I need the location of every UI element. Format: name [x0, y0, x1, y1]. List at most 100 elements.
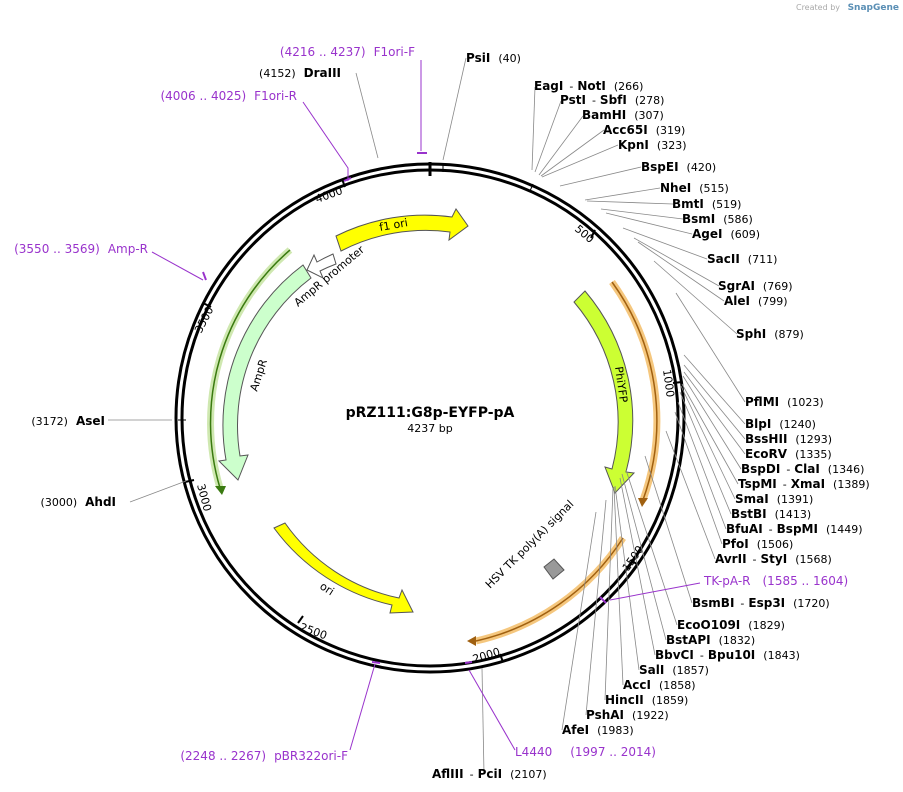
- ampr-highlight-arrow: [215, 486, 226, 495]
- svg-text:(3550 .. 3569)Amp-R: (3550 .. 3569)Amp-R: [14, 242, 148, 256]
- hsv-tk-polya-label: HSV TK poly(A) signal: [483, 498, 576, 591]
- primer-amp-r[interactable]: (3550 .. 3569)Amp-R: [14, 242, 207, 281]
- svg-text:PfoI(1506): PfoI(1506): [722, 537, 793, 551]
- phiyfp-label: PhiYFP: [612, 366, 630, 404]
- site-psshii[interactable]: BssHII(1293): [745, 432, 832, 446]
- site-ecorv[interactable]: EcoRV(1335): [745, 447, 832, 461]
- svg-text:(3000)AhdI: (3000)AhdI: [41, 495, 116, 509]
- site-sacii[interactable]: SacII(711): [707, 252, 777, 266]
- phiyfp-feature[interactable]: [573, 290, 636, 494]
- ring-site-ticks: [178, 164, 534, 421]
- svg-text:EcoRV(1335): EcoRV(1335): [745, 447, 832, 461]
- tick-label-4000: 4000: [314, 184, 345, 206]
- site-acci[interactable]: AccI(1858): [623, 678, 696, 692]
- site-bspdi-clai[interactable]: BspDI-ClaI(1346): [741, 462, 864, 476]
- svg-text:(2248 .. 2267)pBR322ori-F: (2248 .. 2267)pBR322ori-F: [180, 749, 348, 763]
- svg-text:PstI-SbfI(278): PstI-SbfI(278): [560, 93, 664, 107]
- site-sgrai[interactable]: SgrAI(769): [718, 279, 793, 293]
- site-pflmi[interactable]: PflMI(1023): [745, 395, 824, 409]
- ampr-promoter-feature[interactable]: [306, 253, 337, 280]
- site-bmti[interactable]: BmtI(519): [672, 197, 741, 211]
- svg-text:NheI(515): NheI(515): [660, 181, 729, 195]
- site-alei[interactable]: AleI(799): [724, 294, 788, 308]
- site-afliii-pcii[interactable]: AflIII-PciI(2107): [432, 767, 547, 781]
- site-bsmi[interactable]: BsmI(586): [682, 212, 753, 226]
- svg-text:SphI(879): SphI(879): [736, 327, 804, 341]
- phiyfp-highlight-arrow: [638, 498, 648, 507]
- plasmid-size: 4237 bp: [407, 422, 452, 435]
- site-bstbi[interactable]: BstBI(1413): [731, 507, 811, 521]
- site-bspei[interactable]: BspEI(420): [641, 160, 716, 174]
- site-agei[interactable]: AgeI(609): [692, 227, 760, 241]
- phiyfp-highlight-line: [611, 281, 658, 501]
- svg-text:BmtI(519): BmtI(519): [672, 197, 741, 211]
- site-avrii-styi[interactable]: AvrII-StyI(1568): [715, 552, 832, 566]
- primer-l4440[interactable]: L4440(1997 .. 2014): [464, 661, 656, 759]
- site-afei[interactable]: AfeI(1983): [562, 723, 634, 737]
- site-bamhi[interactable]: BamHI(307): [582, 108, 664, 122]
- site-sphi[interactable]: SphI(879): [736, 327, 804, 341]
- site-bfuai-bspmi[interactable]: BfuAI-BspMI(1449): [726, 522, 863, 536]
- site-pfoi[interactable]: PfoI(1506): [722, 537, 793, 551]
- svg-text:SmaI(1391): SmaI(1391): [735, 492, 813, 506]
- tick-label-1000: 1000: [660, 369, 677, 399]
- tick-4000: 4000: [314, 178, 346, 206]
- svg-text:PflMI(1023): PflMI(1023): [745, 395, 824, 409]
- site-nhei[interactable]: NheI(515): [660, 181, 729, 195]
- f1-ori-feature[interactable]: [335, 208, 469, 252]
- hsv-highlight-line: [475, 537, 624, 642]
- site-bsmbi-esp3i[interactable]: BsmBI-Esp3I(1720): [692, 596, 830, 610]
- site-psti-sbfi[interactable]: PstI-SbfI(278): [560, 93, 664, 107]
- tick-label-500: 500: [572, 222, 596, 245]
- creator-prefix: Created by: [796, 3, 840, 12]
- site-blpi[interactable]: BlpI(1240): [745, 417, 816, 431]
- svg-text:TspMI-XmaI(1389): TspMI-XmaI(1389): [738, 477, 870, 491]
- hsv-highlight-arrow: [467, 636, 476, 646]
- site-psii[interactable]: PsiI(40): [466, 51, 521, 65]
- site-bbvci-bpu10i[interactable]: BbvCI-Bpu10I(1843): [655, 648, 800, 662]
- site-kpni[interactable]: KpnI(323): [618, 138, 687, 152]
- svg-text:BbvCI-Bpu10I(1843): BbvCI-Bpu10I(1843): [655, 648, 800, 662]
- svg-text:PshAI(1922): PshAI(1922): [586, 708, 669, 722]
- site-eagi-noti[interactable]: EagI-NotI(266): [534, 79, 643, 93]
- site-draiii[interactable]: (4152)DraIII: [259, 66, 341, 80]
- svg-text:Acc65I(319): Acc65I(319): [603, 123, 685, 137]
- primer-pbr322ori-f[interactable]: (2248 .. 2267)pBR322ori-F: [180, 661, 381, 763]
- site-acc65i[interactable]: Acc65I(319): [603, 123, 685, 137]
- svg-text:BsmI(586): BsmI(586): [682, 212, 753, 226]
- svg-text:(3172)AseI: (3172)AseI: [31, 414, 105, 428]
- site-ahdi[interactable]: (3000)AhdI: [41, 495, 116, 509]
- svg-text:AleI(799): AleI(799): [724, 294, 788, 308]
- svg-text:PsiI(40): PsiI(40): [466, 51, 521, 65]
- site-tspmi-xmai[interactable]: TspMI-XmaI(1389): [738, 477, 870, 491]
- hsv-tk-polya-feature[interactable]: [543, 558, 565, 580]
- site-smai[interactable]: SmaI(1391): [735, 492, 813, 506]
- svg-text:SacII(711): SacII(711): [707, 252, 777, 266]
- site-pshai[interactable]: PshAI(1922): [586, 708, 669, 722]
- svg-text:EcoO109I(1829): EcoO109I(1829): [677, 618, 785, 632]
- svg-text:BamHI(307): BamHI(307): [582, 108, 664, 122]
- site-asei[interactable]: (3172)AseI: [31, 414, 105, 428]
- primer-f1ori-r[interactable]: (4006 .. 4025)F1ori-R: [160, 89, 352, 182]
- primer-tk-pa-r[interactable]: TK-pA-R(1585 .. 1604): [599, 574, 848, 604]
- site-hincii[interactable]: HincII(1859): [605, 693, 688, 707]
- svg-text:KpnI(323): KpnI(323): [618, 138, 687, 152]
- site-ecoo109i[interactable]: EcoO109I(1829): [677, 618, 785, 632]
- site-bstapi[interactable]: BstAPI(1832): [666, 633, 755, 647]
- tick-500: 500: [572, 222, 596, 245]
- svg-text:BssHII(1293): BssHII(1293): [745, 432, 832, 446]
- svg-text:AfeI(1983): AfeI(1983): [562, 723, 634, 737]
- svg-text:SalI(1857): SalI(1857): [639, 663, 709, 677]
- svg-text:AvrII-StyI(1568): AvrII-StyI(1568): [715, 552, 832, 566]
- ampr-feature[interactable]: [217, 264, 312, 481]
- ampr-highlight: [207, 247, 293, 489]
- svg-text:HincII(1859): HincII(1859): [605, 693, 688, 707]
- tick-1000: 1000: [660, 369, 683, 399]
- svg-text:AflIII-PciI(2107): AflIII-PciI(2107): [432, 767, 547, 781]
- plasmid-name: pRZ111:G8p-EYFP-pA: [346, 405, 515, 421]
- ori-feature[interactable]: [273, 522, 414, 614]
- site-leaders: [108, 57, 746, 775]
- primer-f1ori-f[interactable]: (4216 .. 4237)F1ori-F: [280, 45, 427, 154]
- site-sali[interactable]: SalI(1857): [639, 663, 709, 677]
- svg-text:BspDI-ClaI(1346): BspDI-ClaI(1346): [741, 462, 864, 476]
